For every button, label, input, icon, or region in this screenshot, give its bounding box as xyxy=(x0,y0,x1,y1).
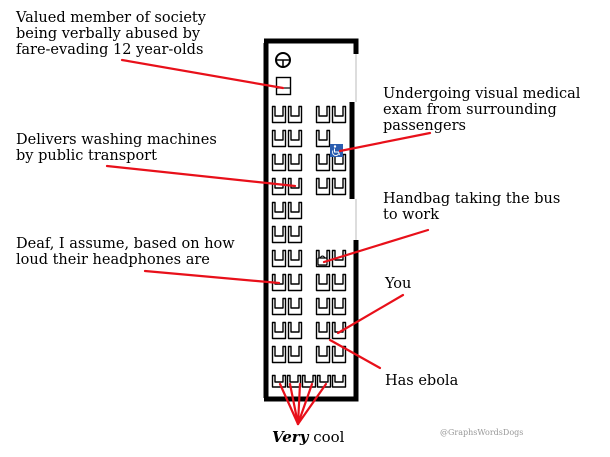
annotation-you: You xyxy=(385,276,412,292)
bus-rear-wall xyxy=(264,240,359,402)
arrow-cool-1 xyxy=(278,382,300,426)
arrow-ebola xyxy=(328,338,382,370)
arrow-cool-3 xyxy=(296,382,302,426)
annotation-very-cool: Very cool xyxy=(272,428,344,446)
annotation-medical-exam: Undergoing visual medical exam from surr… xyxy=(383,86,581,134)
annotation-handbag: Handbag taking the bus to work xyxy=(383,191,561,223)
pointer-arrows xyxy=(105,58,432,426)
arrow-valued-member xyxy=(120,58,285,90)
arrow-cool-2 xyxy=(288,382,300,426)
very-cool-rest: cool xyxy=(313,428,345,446)
arrow-you xyxy=(336,293,405,335)
bus-front-wall xyxy=(263,38,359,398)
annotation-deaf: Deaf, I assume, based on how loud their … xyxy=(16,236,235,268)
annotation-washing-machines: Delivers washing machines by public tran… xyxy=(16,132,217,164)
credit-text: @GraphsWordsDogs xyxy=(440,428,524,437)
annotation-ebola: Has ebola xyxy=(385,373,459,389)
bus-walls xyxy=(263,38,359,402)
wheelchair-icon xyxy=(330,144,343,157)
arrow-handbag xyxy=(322,228,430,264)
very-cool-emphasis: Very xyxy=(272,428,309,446)
arrow-cool-5 xyxy=(296,382,328,426)
arrow-washing-machines xyxy=(105,164,297,188)
annotation-valued-member: Valued member of society being verbally … xyxy=(16,10,206,58)
driver-seat xyxy=(275,76,292,96)
arrow-medical-exam xyxy=(338,131,432,153)
left-seats xyxy=(271,105,303,364)
steering-wheel-icon xyxy=(275,52,291,68)
arrow-deaf xyxy=(143,269,281,285)
back-row-seats xyxy=(271,374,347,388)
handbag-icon xyxy=(317,255,328,266)
arrow-cool-4 xyxy=(296,382,314,426)
